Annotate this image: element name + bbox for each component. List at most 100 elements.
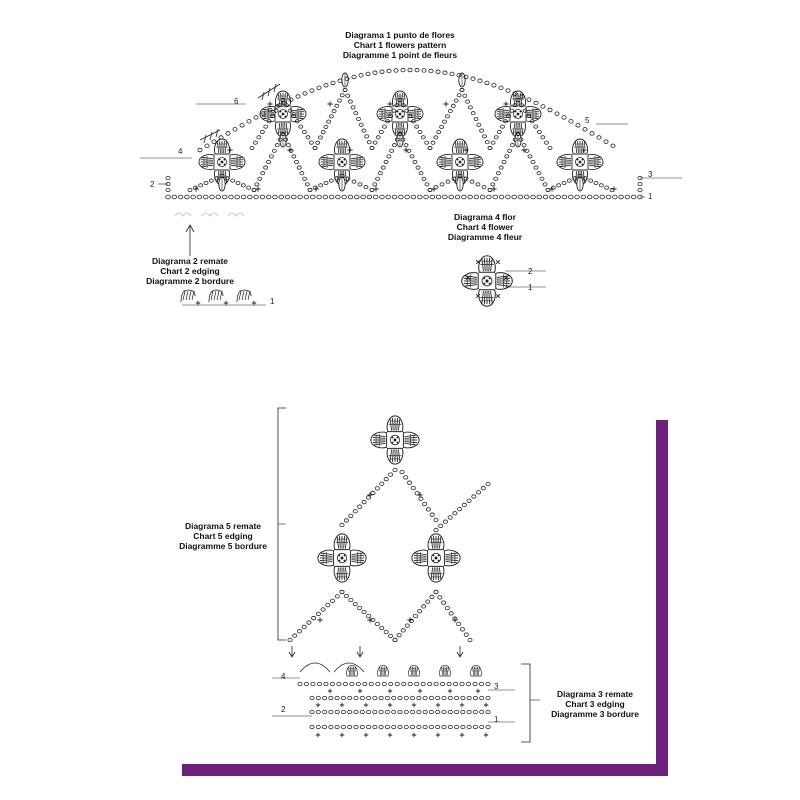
chain-stitch — [463, 632, 469, 637]
chain-stitch — [459, 87, 465, 93]
chain-stitch — [359, 709, 365, 715]
x-stitch — [475, 293, 481, 299]
chain-stitch — [512, 103, 518, 108]
chain-stitch — [368, 681, 374, 687]
chain-stitch — [393, 68, 399, 73]
chain-stitch — [472, 709, 478, 715]
chain-stitch — [511, 194, 517, 200]
chain-stitch — [501, 159, 507, 165]
chain-stitch — [221, 194, 228, 200]
chain-stitch — [335, 194, 341, 200]
chain-stitch — [359, 695, 365, 701]
chain-stitch — [315, 724, 321, 730]
chain-stitch — [325, 602, 331, 608]
chain-stitch — [310, 194, 316, 200]
chart3-title: Diagrama 3 remate Chart 3 edging Diagram… — [540, 689, 650, 719]
edging-motif — [180, 289, 201, 306]
chain-stitch — [524, 194, 530, 200]
chain-stitch — [398, 194, 404, 200]
chain-stitch — [309, 88, 315, 93]
chain-stitch — [425, 507, 431, 512]
chain-stitch — [389, 148, 395, 153]
chain-stitch — [309, 709, 315, 715]
chain-stitch — [351, 179, 357, 184]
chain-stitch — [372, 70, 378, 75]
chain-stitch — [198, 183, 204, 188]
chain-stitch — [588, 178, 594, 183]
petal-cluster — [214, 138, 230, 155]
chain-stitch — [344, 76, 350, 81]
chain-stitch — [254, 182, 260, 187]
chain-stitch — [477, 78, 483, 83]
chain-stitch — [487, 145, 493, 151]
chain-stitch — [285, 143, 291, 148]
slip-stitch-marks — [257, 83, 281, 101]
chain-stitch — [337, 98, 342, 103]
chain-stitch — [447, 515, 453, 520]
arrow-down-icon — [456, 646, 464, 658]
single-crochet-stitch — [363, 702, 369, 708]
chain-stitch — [509, 108, 515, 113]
chain-stitch — [247, 194, 253, 200]
chain-stitch — [473, 194, 480, 200]
chain-stitch — [561, 180, 567, 186]
single-crochet-stitch — [475, 688, 481, 694]
chain-stitch — [422, 724, 428, 730]
petal-cluster — [556, 154, 573, 170]
chain-stitch — [437, 595, 443, 600]
chain-stitch — [440, 681, 446, 687]
arrow-down-icon — [288, 646, 296, 658]
petal-cluster — [411, 549, 429, 567]
chain-stitch — [505, 88, 511, 93]
chain-stitch — [484, 80, 490, 86]
chain-stitch — [358, 122, 364, 127]
chart1-row-number-4: 4 — [178, 147, 183, 156]
chain-stitch — [479, 194, 486, 200]
chain-stitch — [533, 100, 539, 106]
chain-stitch — [540, 104, 546, 109]
chain-stitch — [485, 481, 491, 487]
chain-stitch — [404, 108, 410, 113]
single-crochet-stitch — [267, 101, 273, 107]
chain-stitch — [542, 194, 549, 200]
chain-stitch — [385, 194, 391, 200]
chain-stitch — [460, 695, 466, 701]
chain-stitch — [493, 135, 499, 140]
chain-stitch — [287, 637, 293, 643]
chain-stitch — [372, 709, 378, 715]
chain-stitch — [353, 724, 359, 730]
chain-stitch — [423, 194, 429, 200]
chain-stitch — [466, 709, 472, 715]
chain-stitch — [354, 194, 360, 200]
chain-stitch — [392, 637, 398, 643]
chain-stitch — [306, 620, 312, 625]
chain-stitch — [274, 104, 280, 109]
chain-stitch — [266, 119, 272, 124]
chain-stitch — [288, 148, 294, 153]
single-crochet-stitch — [417, 688, 423, 694]
chain-stitch — [547, 107, 553, 113]
chain-stitch — [230, 178, 236, 183]
chain-stitch — [610, 143, 616, 149]
chain-stitch — [467, 637, 473, 643]
chain-stitch — [417, 609, 423, 614]
chart1-title-es: Diagrama 1 punto de flores — [345, 30, 455, 40]
chain-stitch — [297, 681, 303, 687]
chain-stitch — [328, 194, 335, 200]
chain-stitch — [526, 97, 532, 102]
single-crochet-stitch — [411, 732, 417, 738]
chain-stitch — [479, 128, 485, 133]
single-crochet-stitch — [387, 702, 393, 708]
crochet-flower — [370, 415, 420, 465]
chain-stitch — [422, 501, 428, 507]
chain-stitch — [369, 145, 375, 151]
edging-motif — [236, 289, 257, 306]
chart5-title-en: Chart 5 edging — [193, 531, 253, 541]
chain-stitch — [442, 194, 448, 200]
chain-stitch — [428, 695, 434, 701]
chain-stitch — [526, 113, 532, 119]
chain-stitch — [507, 148, 513, 153]
chain-stitch — [459, 681, 465, 687]
chain-stitch — [322, 709, 328, 715]
chain-stitch — [461, 502, 467, 508]
